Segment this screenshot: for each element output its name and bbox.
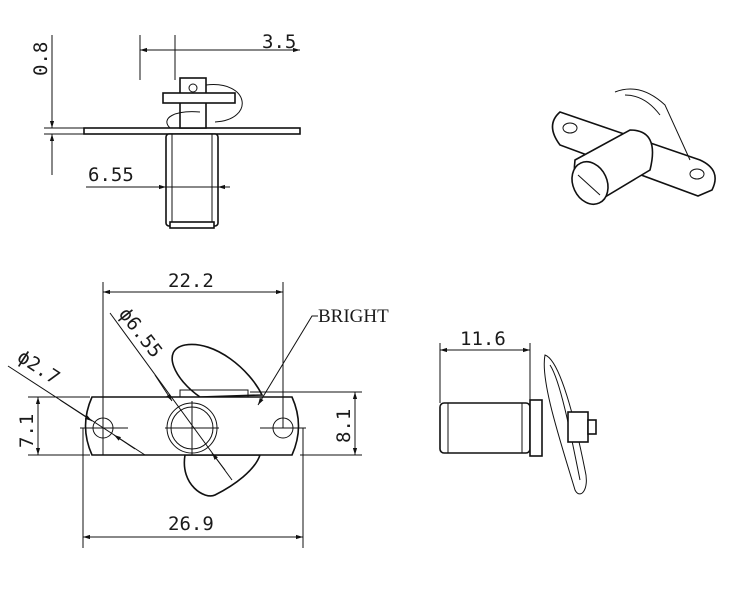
finish-label: BRIGHT: [318, 306, 389, 327]
dim-8-1: 8.1: [333, 409, 355, 443]
dim-26-9: 26.9: [168, 513, 214, 535]
front-view: 22.2 26.9 7.1 8.1 ϕ2.7 ϕ6.55 BRIGHT: [7, 270, 389, 548]
dim-6-55: 6.55: [88, 164, 134, 186]
top-view: 3.5 0.8 6.55: [30, 31, 301, 229]
dim-22-2: 22.2: [168, 270, 214, 292]
dim-7-1: 7.1: [16, 414, 38, 448]
dim-phi-6-55: ϕ6.55: [114, 304, 167, 363]
side-view: 11.6: [439, 328, 597, 495]
dim-3-5: 3.5: [262, 31, 296, 53]
dim-0-8: 0.8: [30, 42, 52, 76]
isometric-view: [551, 88, 716, 205]
dim-11-6: 11.6: [460, 328, 506, 350]
dim-phi-2-7: ϕ2.7: [13, 346, 63, 389]
